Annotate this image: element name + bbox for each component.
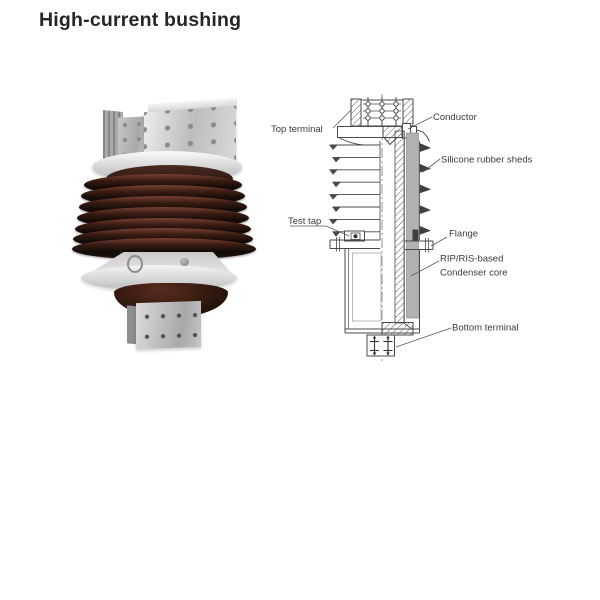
flange-stud xyxy=(180,258,189,266)
drawing-flange xyxy=(329,229,434,253)
label-silicone-sheds: Silicone rubber sheds xyxy=(441,155,533,166)
drawing-top-terminal xyxy=(350,97,414,127)
page-title: High-current bushing xyxy=(39,9,242,31)
bushing-photo xyxy=(60,95,260,360)
label-conductor: Conductor xyxy=(433,112,477,123)
drawing-top-cap xyxy=(337,123,430,146)
bottom-terminal-plate xyxy=(136,300,201,350)
label-top-terminal: Top terminal xyxy=(271,124,323,135)
drawing-condenser-core xyxy=(394,130,419,324)
label-bottom-terminal: Bottom terminal xyxy=(452,323,519,334)
label-condenser-core-line2: Condenser core xyxy=(440,268,508,279)
label-flange: Flange xyxy=(449,229,478,240)
drawing-left-sheds xyxy=(329,141,381,240)
label-test-tap: Test tap xyxy=(288,216,321,227)
drawing-right-sheds xyxy=(419,141,431,240)
label-condenser-core-line1: RIP/RIS-based xyxy=(440,254,503,265)
bushing-cross-section-diagram: Top terminal Conductor Silicone rubber s… xyxy=(271,94,533,361)
drawing-bottom-terminal xyxy=(366,322,414,357)
leader-lines xyxy=(290,108,452,348)
flange-lifting-lug xyxy=(127,255,143,273)
